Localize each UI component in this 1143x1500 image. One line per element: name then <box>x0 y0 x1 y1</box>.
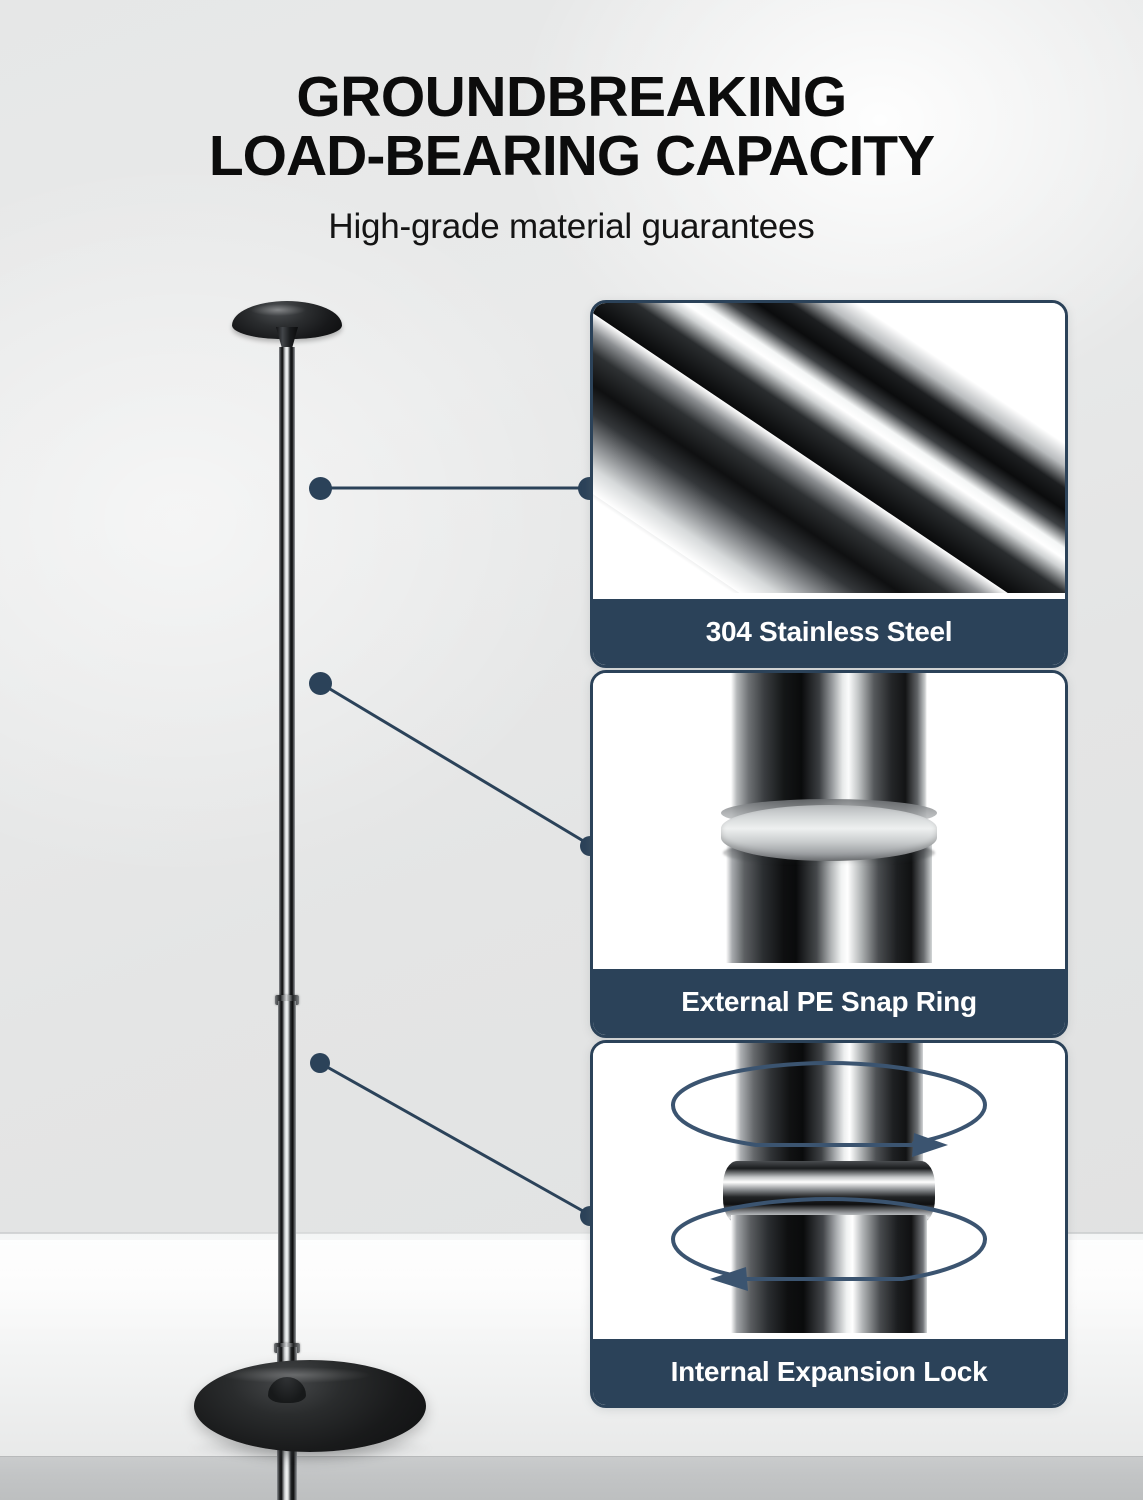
floor-edge-line <box>0 1232 1143 1234</box>
pole-base-collar <box>268 1377 306 1403</box>
connector-dot-pole-1 <box>309 477 332 500</box>
rotation-arrow-top-path <box>671 1060 988 1145</box>
connector-dot-pole-2 <box>309 672 332 695</box>
pole-round-base <box>194 1360 426 1452</box>
rotation-arrows <box>670 1060 988 1291</box>
feature-card-label-stainless: 304 Stainless Steel <box>593 599 1065 665</box>
feature-card-label-expansion-lock: Internal Expansion Lock <box>593 1339 1065 1405</box>
rotation-arrow-top-head <box>912 1133 948 1157</box>
feature-card-label-snap-ring: External PE Snap Ring <box>593 969 1065 1035</box>
pole-top-cap-highlight <box>250 304 306 316</box>
pe-snap-ring <box>721 805 937 861</box>
pole-base-highlight <box>220 1367 370 1383</box>
pole-joint-upper <box>275 995 299 1005</box>
pole-middle-rod <box>278 1001 296 1353</box>
feature-card-stainless[interactable]: 304 Stainless Steel <box>590 300 1068 668</box>
photo-pe-snap-ring-closeup <box>593 673 1065 963</box>
photo-expansion-lock-rotation-closeup <box>593 1043 1065 1333</box>
page-title-line1: GROUNDBREAKING <box>296 65 847 129</box>
expansion-lock-collar <box>723 1161 935 1223</box>
expansion-lock-tube-lower <box>731 1215 927 1333</box>
pole-upper-rod <box>279 347 295 1007</box>
feature-card-expansion-lock[interactable]: Internal Expansion Lock <box>590 1040 1068 1408</box>
rotation-arrow-bottom-tail <box>744 1237 987 1281</box>
page-title: GROUNDBREAKING LOAD-BEARING CAPACITY <box>0 68 1143 186</box>
pole-cap-neck <box>276 327 298 349</box>
feature-card-snap-ring[interactable]: External PE Snap Ring <box>590 670 1068 1038</box>
rotation-arrow-bottom-head <box>710 1267 748 1291</box>
connector-dot-pole-3 <box>310 1053 330 1073</box>
page-title-line2: LOAD-BEARING CAPACITY <box>208 124 935 188</box>
rotation-arrow-top-tail <box>671 1103 924 1147</box>
product-pole <box>180 295 440 1500</box>
page-subtitle: High-grade material guarantees <box>328 207 815 246</box>
heading-block: GROUNDBREAKING LOAD-BEARING CAPACITY Hig… <box>0 68 1143 247</box>
photo-polished-steel-tube-closeup <box>593 303 1065 593</box>
floor-apron <box>0 1457 1143 1500</box>
rotation-arrow-bottom-path <box>670 1196 987 1279</box>
